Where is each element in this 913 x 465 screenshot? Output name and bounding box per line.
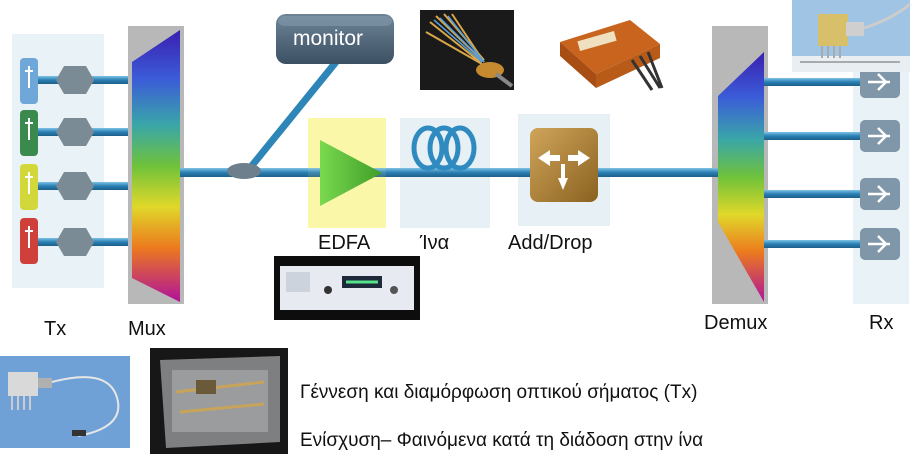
rx-lane-fibers — [764, 78, 864, 248]
monitor-box — [276, 14, 394, 64]
laser-package-photo — [792, 0, 911, 72]
laser-diode-icon — [20, 218, 38, 264]
monitor-tap-fiber — [247, 59, 339, 171]
edfa-instrument-photo — [274, 256, 420, 320]
caption-tx-generation: Γέννεση και διαμόρφωση οπτικού σήματος (… — [300, 382, 698, 403]
monitor-label: monitor — [293, 27, 364, 50]
add-drop-arrows-icon — [538, 150, 590, 190]
laser-diode-icon — [20, 110, 38, 156]
add-drop-module-photo — [553, 10, 664, 96]
amplifier-triangle-icon — [320, 140, 382, 206]
fiber-coupler-icon — [56, 172, 94, 200]
tap-splitter-icon — [227, 163, 261, 179]
integrated-module-photo — [150, 348, 288, 454]
photodetector-icon — [860, 120, 900, 152]
demux-label: Demux — [704, 312, 768, 334]
fiber-label: Ίνα — [420, 232, 450, 254]
edfa-label: EDFA — [318, 232, 371, 254]
fiber-coupler-icon — [56, 228, 94, 256]
mux-label: Mux — [128, 318, 166, 340]
fiber-coupler-icon — [56, 66, 94, 94]
tx-label: Tx — [44, 318, 67, 340]
rx-detectors — [860, 66, 900, 260]
rx-label: Rx — [869, 312, 894, 334]
fiber-coupler-icon — [56, 118, 94, 146]
fiber-spool-icon — [411, 125, 477, 171]
laser-diode-icon — [20, 164, 38, 210]
caption-amplification: Ενίσχυση– Φαινόμενα κατά τη διάδοση στην… — [300, 430, 704, 451]
demux-prism — [718, 52, 764, 302]
mux-prism — [132, 30, 180, 302]
photodetector-icon — [860, 228, 900, 260]
photodetector-icon — [860, 66, 900, 98]
laser-module-photo — [0, 356, 130, 448]
add-drop-label: Add/Drop — [508, 232, 593, 254]
tx-lasers — [20, 58, 38, 264]
photodetector-icon — [860, 178, 900, 210]
tx-couplers — [56, 66, 94, 256]
fiber-bundle-photo — [420, 10, 514, 90]
laser-diode-icon — [20, 58, 38, 104]
